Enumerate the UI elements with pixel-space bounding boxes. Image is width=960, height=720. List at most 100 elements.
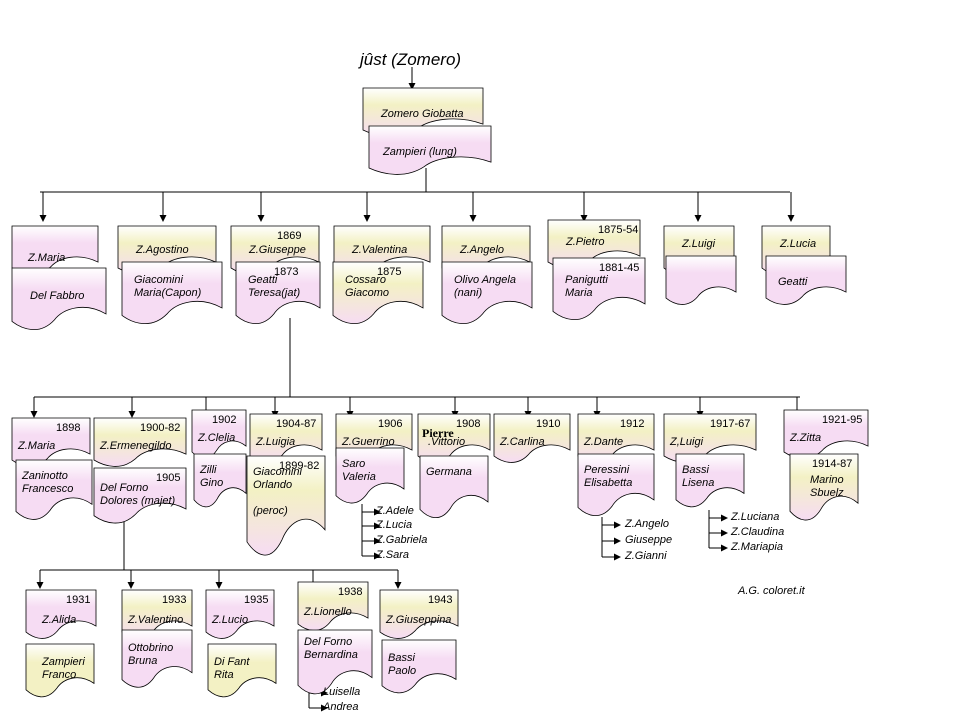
gen3-name: Z.Lionello: [304, 606, 352, 618]
gen2-spouse-card: Bassi Lisena: [675, 453, 745, 508]
gen1-arrow: [39, 215, 47, 222]
gen1-spouse: Del Fabbro: [30, 290, 85, 302]
gen3-card: Z.Lionello 1938: [297, 581, 369, 631]
gen1-spouse-card: Geatti: [765, 255, 847, 305]
gen3-year: 1935: [244, 594, 269, 606]
tree-title: jûst (Zomero): [360, 50, 462, 69]
credit-text: A.G. coloret.it: [738, 585, 805, 597]
gen2-card: Z,Luigi 1917-67: [663, 413, 757, 463]
gen2-spouse: Peressini Elisabetta: [584, 464, 633, 489]
gen2-name: .Vittorio: [428, 436, 466, 448]
gen2-spouse: Bassi Lisena: [682, 464, 715, 489]
gen3-name: Z.Valentino: [128, 614, 184, 626]
gen1-name: Z.Angelo: [460, 244, 505, 256]
guerrino-child: Z.Adele: [376, 505, 414, 517]
gen1-spouse: Geatti: [778, 276, 808, 288]
gen2-spouse: Germana: [426, 466, 472, 478]
gen1-year: 1869: [277, 230, 302, 242]
gen2-spouse-card: Zilli Gino: [193, 453, 247, 508]
gen2-year: 1908: [456, 418, 481, 430]
gen3-spouse-card: Del Forno Bernardina: [297, 629, 373, 695]
child-arrow: [614, 553, 621, 561]
gen3-spouse-card: Di Fant Rita: [207, 643, 277, 698]
gen3-year: 1933: [162, 594, 187, 606]
gen3-name: Z.Lucio: [212, 614, 249, 626]
gen1-spouse: Geatti Teresa(jat): [248, 274, 301, 299]
guerrino-child: Z.Sara: [376, 549, 410, 561]
gen1-spouse: Giacomini Maria(Capon): [134, 274, 202, 299]
luigi-child: Z.Luciana: [731, 511, 780, 523]
gen1-spouse-card: Olivo Angela (nani): [441, 261, 533, 325]
gen1-name: Z.Maria: [28, 252, 66, 264]
root-spouse-card: Zampieri (lung): [368, 125, 492, 175]
gen2-name: Z.Ermenegildo: [100, 440, 172, 452]
dante-child: Z.Angelo: [625, 518, 670, 530]
gen3-spouse: Di Fant Rita: [214, 656, 250, 681]
gen3-arrow: [215, 582, 223, 589]
gen3-card: Z.Lucio 1935: [205, 589, 275, 639]
gen1-name: Z.Valentina: [352, 244, 408, 256]
gen1-spouse-year: 1881-45: [599, 262, 640, 274]
gen2-name: Z,Luigi: [670, 436, 704, 448]
title-arrow: [408, 83, 416, 90]
child-arrow: [374, 552, 381, 560]
luigi-child: Z.Claudina: [731, 526, 785, 538]
gen3-spouse-card: Ottobrino Bruna: [121, 629, 193, 688]
gen2-spouse-card: Germana: [419, 455, 489, 519]
gen2-name: Z.Guerrino: [342, 436, 395, 448]
gen2-card: Z.Ermenegildo 1900-82: [93, 417, 187, 467]
gen2-name: Z.Maria: [18, 440, 56, 452]
gen1-spouse-card: Giacomini Maria(Capon): [121, 261, 223, 325]
gen3-card: Z.Valentino 1933: [121, 589, 193, 639]
child-arrow: [721, 529, 728, 537]
gen2-spouse-card: Saro Valeria: [335, 447, 405, 504]
gen1-spouse: Cossaro Giacomo: [345, 274, 390, 299]
gen2-arrow: [128, 411, 136, 418]
gen1-name: Z.Luigi: [682, 238, 716, 250]
gen3-year: 1943: [428, 594, 453, 606]
gen1-name: Z.Lucia: [780, 238, 817, 250]
gen1-arrow: [694, 215, 702, 222]
lionello-child: Luisella: [323, 686, 361, 698]
gen2-year: 1921-95: [822, 414, 863, 426]
child-arrow: [374, 522, 381, 530]
gen2-spouse-year: 1899-82: [279, 460, 320, 472]
gen2-name: Z.Clelia: [198, 432, 236, 444]
gen2-spouse-year: 1905: [156, 472, 181, 484]
dante-child: Giuseppe: [625, 534, 673, 546]
gen1-spouse-card: [665, 255, 737, 305]
gen2-spouse-card: Giacomini Orlando (peroc)1899-82: [246, 455, 326, 556]
dante-child: Z.Gianni: [625, 550, 667, 562]
gen3-arrow: [36, 582, 44, 589]
gen2-spouse-card: Del Forno Dolores (majet)1905: [93, 467, 187, 524]
gen2-arrow: [30, 411, 38, 418]
guerrino-child: Z.Lucia: [376, 519, 413, 531]
gen3-spouse: Del Forno Bernardina: [304, 636, 358, 661]
child-arrow: [374, 537, 381, 545]
gen3-year: 1931: [66, 594, 91, 606]
gen3-name: Z.Alida: [42, 614, 77, 626]
gen2-year: 1904-87: [276, 418, 317, 430]
gen3-spouse-card: Bassi Paolo: [381, 639, 457, 694]
gen1-name: Z.Giuseppe: [249, 244, 306, 256]
gen2-spouse: Saro Valeria: [342, 458, 376, 483]
gen3-spouse: Bassi Paolo: [388, 652, 417, 677]
gen2-year: 1900-82: [140, 422, 181, 434]
gen2-name: Z.Dante: [584, 436, 624, 448]
child-arrow: [614, 537, 621, 545]
gen2-year: 1917-67: [710, 418, 751, 430]
gen2-spouse-year: 1914-87: [812, 458, 853, 470]
gen3-card: Z.Giuseppina 1943: [379, 589, 459, 639]
gen2-spouse-card: Peressini Elisabetta: [577, 453, 655, 517]
gen3-year: 1938: [338, 586, 363, 598]
gen3-name: Z.Giuseppina: [386, 614, 452, 626]
gen3-arrow: [127, 582, 135, 589]
